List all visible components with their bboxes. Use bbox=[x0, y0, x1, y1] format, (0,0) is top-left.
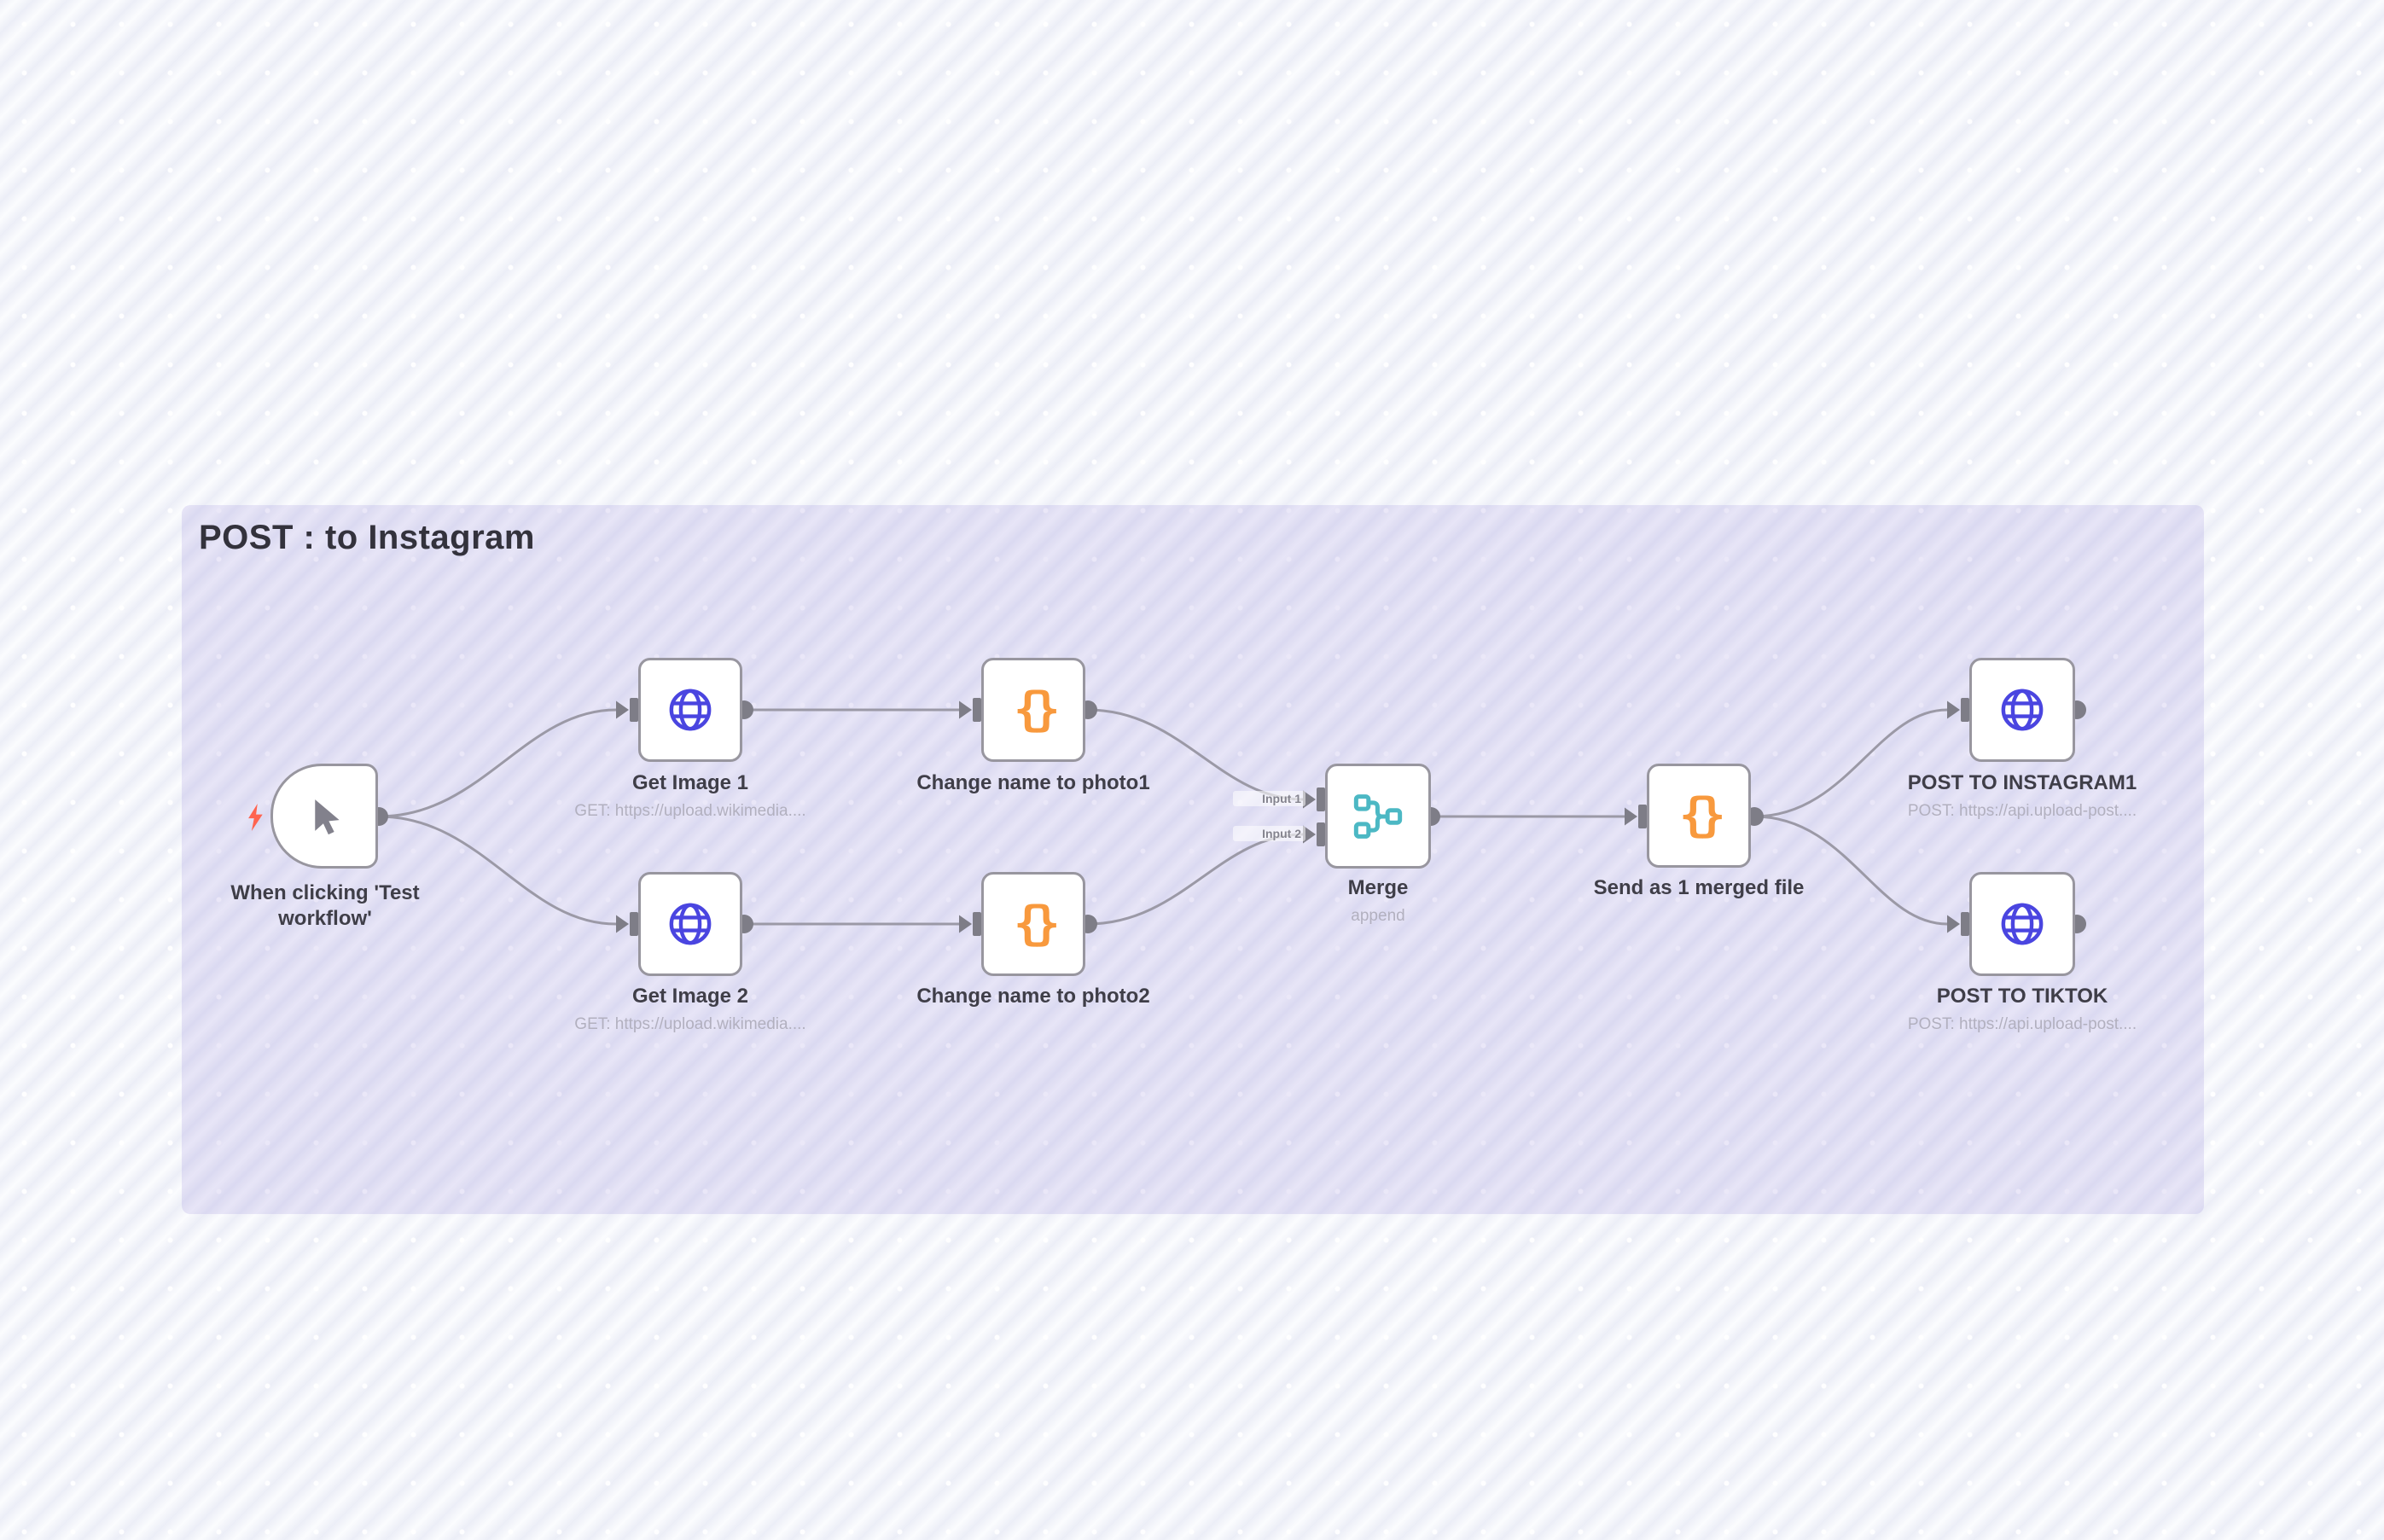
node-label: Get Image 2 bbox=[631, 985, 749, 1008]
merge-input2-label: Input 2 bbox=[1233, 826, 1305, 841]
connection[interactable] bbox=[377, 708, 618, 818]
node-post-to-tiktok[interactable] bbox=[1969, 872, 2075, 976]
node-merge[interactable] bbox=[1325, 764, 1431, 869]
node-label: Get Image 1 bbox=[631, 771, 749, 794]
braces-icon: { } bbox=[1669, 786, 1729, 846]
node-get-image-1[interactable] bbox=[638, 658, 742, 762]
node-get-image-2[interactable] bbox=[638, 872, 742, 976]
node-label: POST TO INSTAGRAM1 bbox=[1907, 771, 2137, 794]
node-change-name-to-photo2[interactable]: { } bbox=[981, 872, 1085, 976]
node-subtitle: GET: https://upload.wikimedia.... bbox=[574, 1015, 806, 1033]
merge-input1-label: Input 1 bbox=[1233, 791, 1305, 806]
globe-icon bbox=[666, 900, 714, 948]
node-subtitle: POST: https://api.upload-post.... bbox=[1907, 802, 2137, 820]
braces-icon: { } bbox=[1003, 894, 1063, 954]
node-subtitle: append bbox=[1351, 907, 1405, 925]
connection[interactable] bbox=[1753, 815, 1949, 926]
connection[interactable] bbox=[1086, 833, 1305, 926]
globe-icon bbox=[1998, 900, 2046, 948]
globe-icon bbox=[666, 686, 714, 734]
braces-icon: { } bbox=[1003, 680, 1063, 740]
globe-icon bbox=[1998, 686, 2046, 734]
input-port bbox=[616, 698, 1969, 936]
svg-text:{: { bbox=[1014, 897, 1042, 950]
connection[interactable] bbox=[1753, 708, 1949, 818]
node-change-name-to-photo1[interactable]: { } bbox=[981, 658, 1085, 762]
node-subtitle: POST: https://api.upload-post.... bbox=[1907, 1015, 2137, 1033]
node-label: Send as 1 merged file bbox=[1593, 876, 1805, 899]
svg-text:{: { bbox=[1679, 788, 1707, 842]
node-label: Merge bbox=[1347, 876, 1409, 899]
node-label: POST TO TIKTOK bbox=[1936, 985, 2108, 1008]
node-post-to-instagram1[interactable] bbox=[1969, 658, 2075, 762]
svg-text:}: } bbox=[1032, 897, 1061, 950]
svg-text:{: { bbox=[1014, 683, 1042, 736]
lightning-icon bbox=[243, 804, 269, 835]
group-title: POST : to Instagram bbox=[199, 519, 535, 556]
node-send-as-1-merged-file[interactable]: { } bbox=[1647, 764, 1751, 868]
svg-text:}: } bbox=[1032, 683, 1061, 736]
node-label: When clicking 'Test workflow' bbox=[230, 881, 420, 930]
merge-icon bbox=[1353, 792, 1403, 841]
connection[interactable] bbox=[377, 815, 618, 926]
cursor-icon bbox=[305, 797, 343, 836]
svg-text:}: } bbox=[1698, 788, 1726, 842]
node-label: Change name to photo2 bbox=[916, 985, 1150, 1008]
node-label: Change name to photo1 bbox=[916, 771, 1150, 794]
node-subtitle: GET: https://upload.wikimedia.... bbox=[574, 802, 806, 820]
workflow-group-box[interactable] bbox=[182, 505, 2204, 1214]
node-when-clicking-test-workflow[interactable] bbox=[270, 764, 378, 869]
